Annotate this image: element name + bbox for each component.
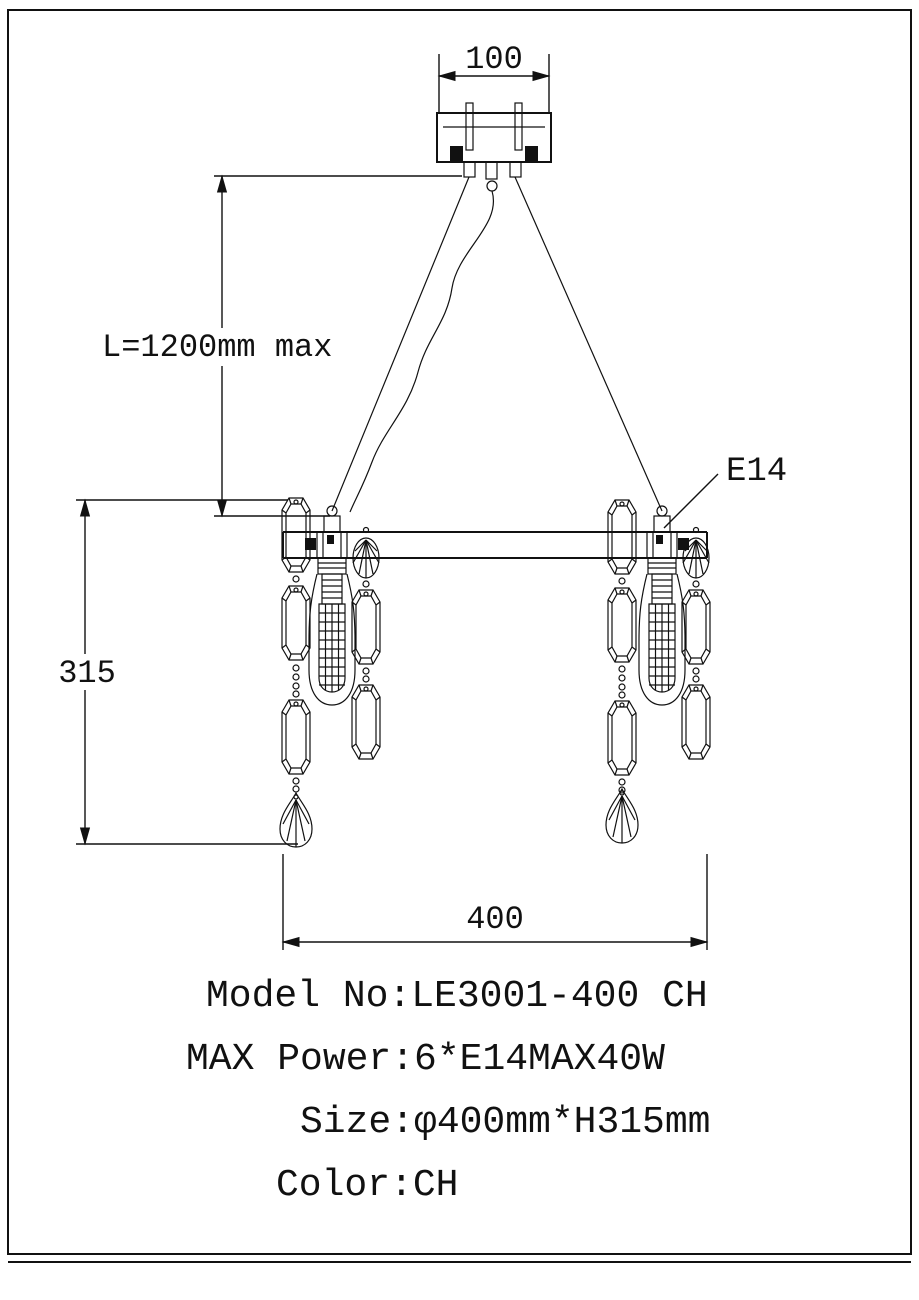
suspension bbox=[331, 176, 663, 513]
cord-grip bbox=[509, 161, 522, 178]
mounting-screw bbox=[465, 102, 474, 151]
octagon-crystal bbox=[607, 499, 637, 575]
socket-type-text: E14 bbox=[726, 453, 787, 491]
dim-text-drop-length: L=1200mm max bbox=[102, 329, 332, 366]
drawing-frame bbox=[7, 9, 912, 1263]
dim-text-canopy-width: 100 bbox=[465, 41, 523, 78]
label-socket-type: E14 bbox=[663, 453, 787, 529]
octagon-crystal bbox=[351, 684, 381, 760]
spec-power: MAX Power:6*E14MAX40W bbox=[186, 1038, 665, 1081]
chandelier-bar bbox=[282, 505, 708, 559]
spec-color: Color:CH bbox=[276, 1164, 458, 1207]
wire-terminal bbox=[525, 146, 538, 162]
spec-model: Model No:LE3001-400 CH bbox=[206, 975, 708, 1018]
ceiling-canopy bbox=[436, 102, 552, 192]
crystal-strand-right-inner bbox=[605, 499, 639, 844]
mounting-screw bbox=[514, 102, 523, 151]
suspension-cable-left bbox=[331, 176, 470, 512]
spec-block: Model No:LE3001-400 CH MAX Power:6*E14MA… bbox=[186, 975, 710, 1207]
crystal-strand-right-outer bbox=[681, 526, 711, 760]
power-cord bbox=[349, 190, 495, 513]
octagon-crystal bbox=[351, 589, 381, 665]
socket-bracket-left bbox=[305, 531, 348, 559]
suspension-cable-right bbox=[514, 176, 663, 512]
teardrop-crystal bbox=[279, 792, 313, 848]
leader-line bbox=[663, 473, 719, 529]
dim-body-height: 315 bbox=[54, 498, 298, 846]
octagon-crystal bbox=[607, 587, 637, 663]
octagon-crystal bbox=[607, 700, 637, 776]
octagon-crystal bbox=[681, 589, 711, 665]
octagon-crystal bbox=[681, 684, 711, 760]
wire-terminal bbox=[450, 146, 463, 162]
cord-grip bbox=[463, 161, 476, 178]
spec-size: Size:φ400mm*H315mm bbox=[300, 1101, 710, 1144]
dim-text-body-height: 315 bbox=[58, 655, 116, 692]
octagon-crystal bbox=[281, 585, 311, 661]
octagon-crystal bbox=[281, 699, 311, 775]
dim-drop-length: L=1200mm max bbox=[96, 174, 462, 518]
cord-grip bbox=[485, 161, 498, 180]
corn-bulb-right bbox=[638, 557, 686, 706]
dim-canopy-width: 100 bbox=[437, 41, 551, 112]
dim-diameter: 400 bbox=[281, 854, 709, 950]
octagon-crystal bbox=[281, 497, 311, 573]
teardrop-crystal bbox=[605, 788, 639, 844]
dim-text-diameter: 400 bbox=[466, 901, 524, 938]
corn-bulb-left bbox=[308, 557, 356, 706]
crystal-strand-left-outer bbox=[279, 497, 313, 848]
crystal-strand-left-inner bbox=[351, 526, 381, 760]
cord-loop bbox=[486, 180, 498, 192]
